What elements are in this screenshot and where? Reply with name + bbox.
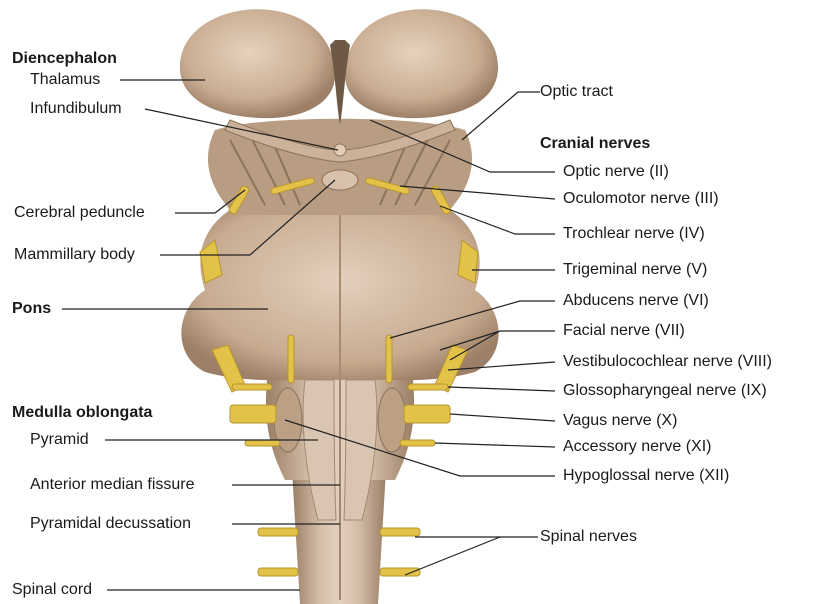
label-hypoglossal-nerve: Hypoglossal nerve (XII): [563, 467, 729, 485]
label-pyramid: Pyramid: [30, 431, 89, 449]
spinal-root-2-left: [258, 568, 298, 576]
heading-cranial-nerves: Cranial nerves: [540, 135, 650, 153]
label-spinal-cord: Spinal cord: [12, 581, 92, 599]
label-spinal-nerves: Spinal nerves: [540, 528, 637, 546]
label-accessory-nerve: Accessory nerve (XI): [563, 438, 711, 456]
spinal-root-1-left: [258, 528, 298, 536]
label-vestibulocochlear-nerve: Vestibulocochlear nerve (VIII): [563, 353, 772, 371]
vagus-root-left: [230, 405, 276, 423]
label-pyramidal-decussation: Pyramidal decussation: [30, 515, 191, 533]
label-oculomotor-nerve: Oculomotor nerve (III): [563, 190, 719, 208]
label-thalamus: Thalamus: [30, 71, 100, 89]
label-cerebral-peduncle: Cerebral peduncle: [14, 204, 145, 222]
leader-vagus: [450, 414, 555, 421]
heading-pons: Pons: [12, 300, 51, 318]
label-anterior-median-fissure: Anterior median fissure: [30, 476, 195, 494]
label-glossopharyngeal-nerve: Glossopharyngeal nerve (IX): [563, 382, 767, 400]
spinal-root-1-right: [380, 528, 420, 536]
glossopharyngeal-root-right: [408, 384, 448, 390]
label-vagus-nerve: Vagus nerve (X): [563, 412, 677, 430]
vagus-root-right: [404, 405, 450, 423]
heading-medulla-oblongata: Medulla oblongata: [12, 404, 152, 422]
label-trochlear-nerve: Trochlear nerve (IV): [563, 225, 705, 243]
abducens-root-left: [288, 335, 294, 383]
abducens-root-right: [386, 335, 392, 383]
thalamus-left: [180, 9, 335, 118]
spinal-cord-shape: [292, 470, 386, 604]
glossopharyngeal-root-left: [232, 384, 272, 390]
leader-spinal-nerves-2: [405, 537, 500, 575]
label-optic-nerve: Optic nerve (II): [563, 163, 669, 181]
accessory-root-right: [400, 440, 435, 446]
label-optic-tract: Optic tract: [540, 83, 613, 101]
label-trigeminal-nerve: Trigeminal nerve (V): [563, 261, 707, 279]
thalamus-right: [345, 9, 498, 118]
label-mammillary-body: Mammillary body: [14, 246, 135, 264]
label-infundibulum: Infundibulum: [30, 100, 122, 118]
label-facial-nerve: Facial nerve (VII): [563, 322, 685, 340]
leader-accessory: [435, 443, 555, 447]
heading-diencephalon: Diencephalon: [12, 50, 117, 68]
accessory-root-left: [245, 440, 280, 446]
label-abducens-nerve: Abducens nerve (VI): [563, 292, 709, 310]
leader-glossopharyngeal: [448, 387, 555, 391]
